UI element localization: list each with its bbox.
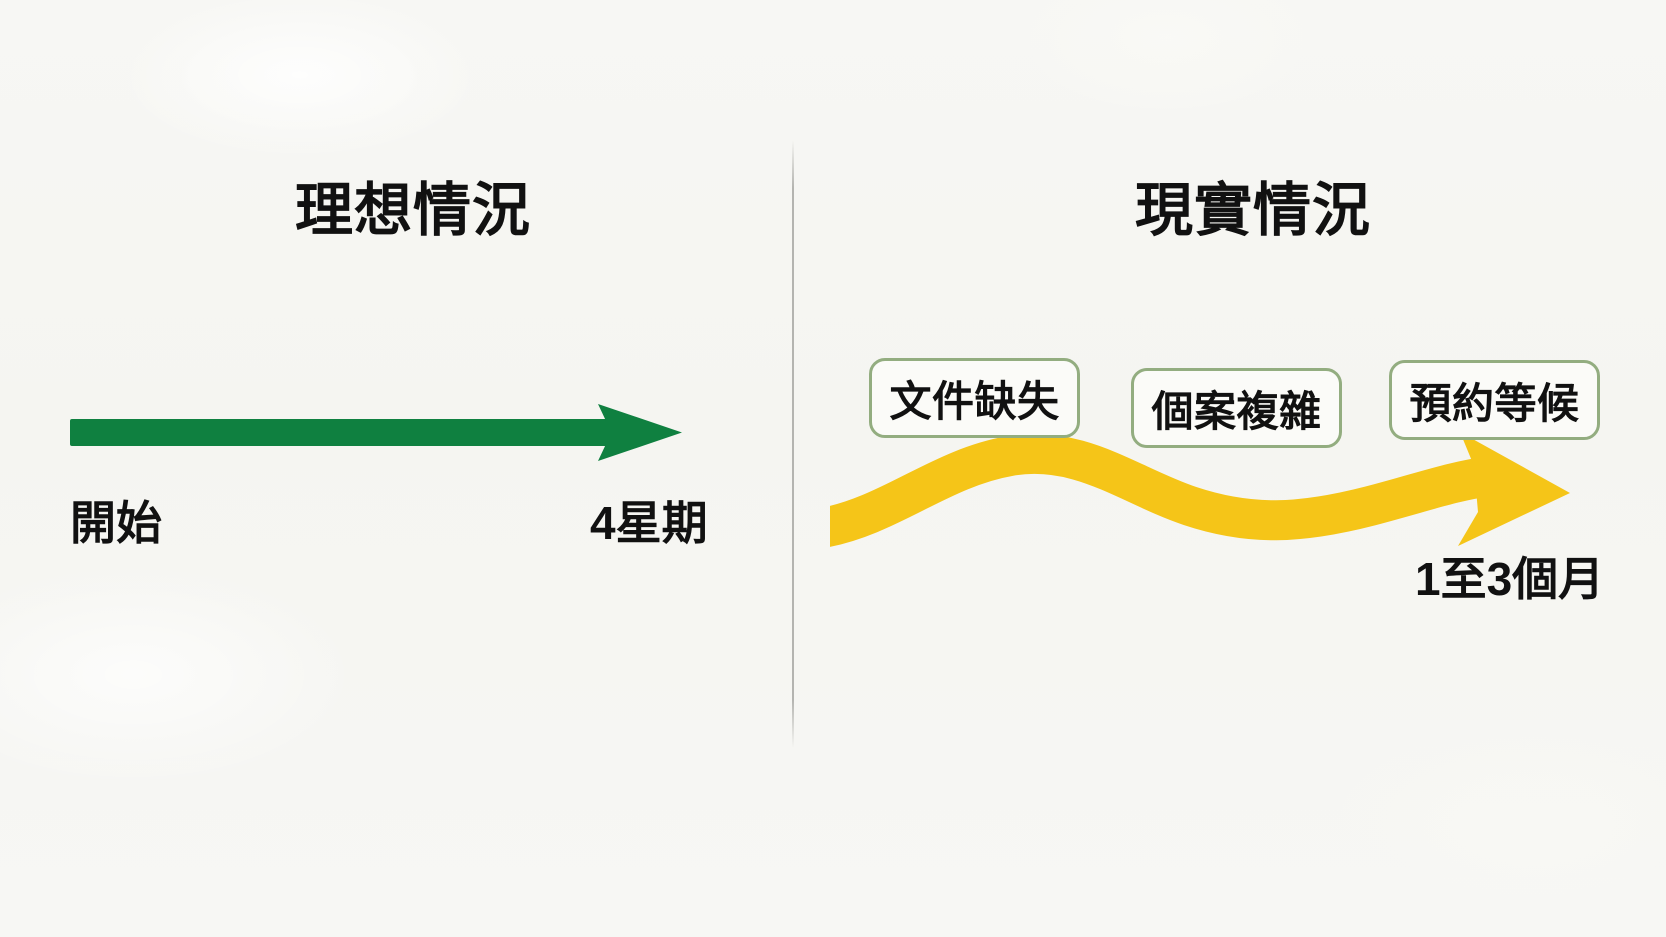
straight-right-arrow-icon [70, 404, 682, 461]
ideal-start-label: 開始 [70, 497, 162, 549]
ideal-panel-title: 理想情況 [295, 178, 532, 243]
wavy-right-arrow-icon [830, 432, 1570, 547]
ideal-duration-label: 4星期 [590, 497, 708, 549]
obstacle-chip-case-complexity[interactable]: 個案複雜 [1131, 368, 1342, 448]
obstacle-chip-label: 文件缺失 [889, 377, 1060, 425]
panel-divider [792, 140, 794, 748]
obstacle-chip-label: 個案複雜 [1151, 387, 1322, 435]
obstacle-chip-document-missing[interactable]: 文件缺失 [869, 358, 1080, 438]
obstacle-chip-appointment-wait[interactable]: 預約等候 [1389, 360, 1600, 440]
reality-panel-title: 現實情況 [1135, 178, 1372, 243]
obstacle-chip-label: 預約等候 [1409, 379, 1580, 427]
reality-duration-label: 1至3個月 [1415, 553, 1605, 605]
